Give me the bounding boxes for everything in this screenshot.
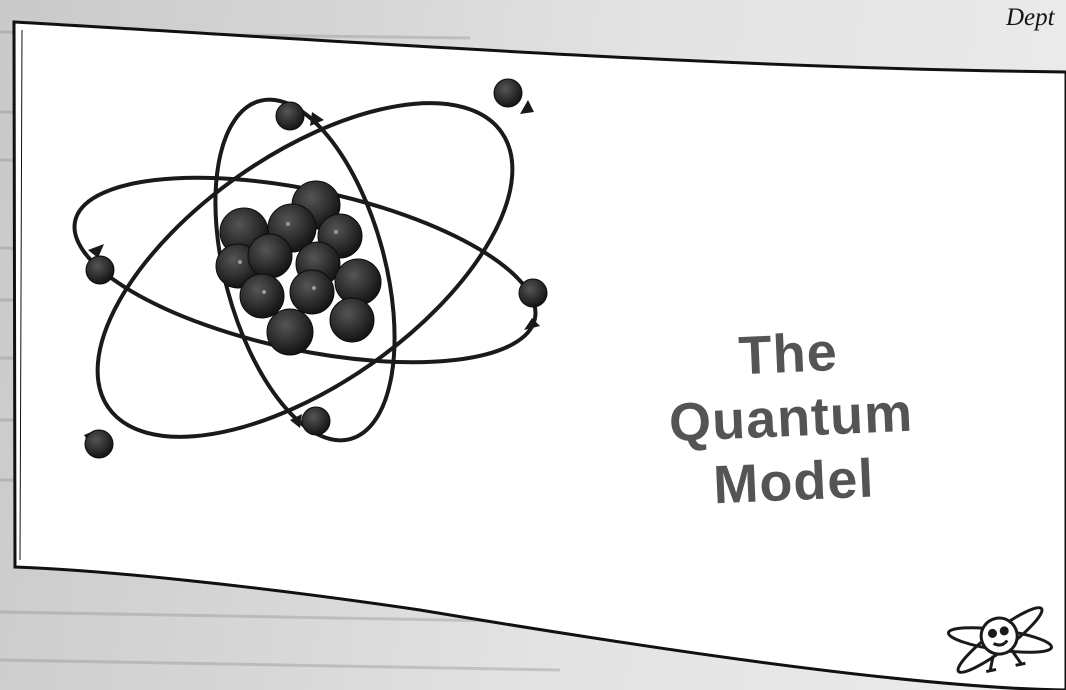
electron bbox=[85, 255, 115, 285]
mascot-logo-icon bbox=[946, 606, 1054, 674]
card-double-rule bbox=[19, 29, 23, 561]
page-header-text: Dept bbox=[1006, 4, 1055, 31]
nucleus bbox=[215, 180, 382, 356]
electron bbox=[301, 406, 331, 436]
nucleus-markings bbox=[238, 222, 338, 294]
electron bbox=[518, 278, 548, 308]
card-inner-rule bbox=[13, 21, 16, 568]
orbit-arrow-5 bbox=[310, 112, 324, 126]
electron bbox=[84, 429, 114, 459]
slide-title: The Quantum Model bbox=[592, 314, 990, 523]
electron bbox=[493, 78, 523, 108]
orbit-arrow-4 bbox=[524, 318, 540, 330]
atom-icon bbox=[72, 78, 548, 459]
card-outline bbox=[12, 20, 1066, 690]
orbit-ring-3 bbox=[213, 97, 397, 443]
orbit-arrow-6 bbox=[290, 414, 302, 428]
orbit-arrow-3 bbox=[520, 100, 534, 114]
electron bbox=[275, 101, 305, 131]
orbit-ring-1 bbox=[95, 101, 515, 439]
orbit-arrow-1 bbox=[88, 244, 104, 258]
